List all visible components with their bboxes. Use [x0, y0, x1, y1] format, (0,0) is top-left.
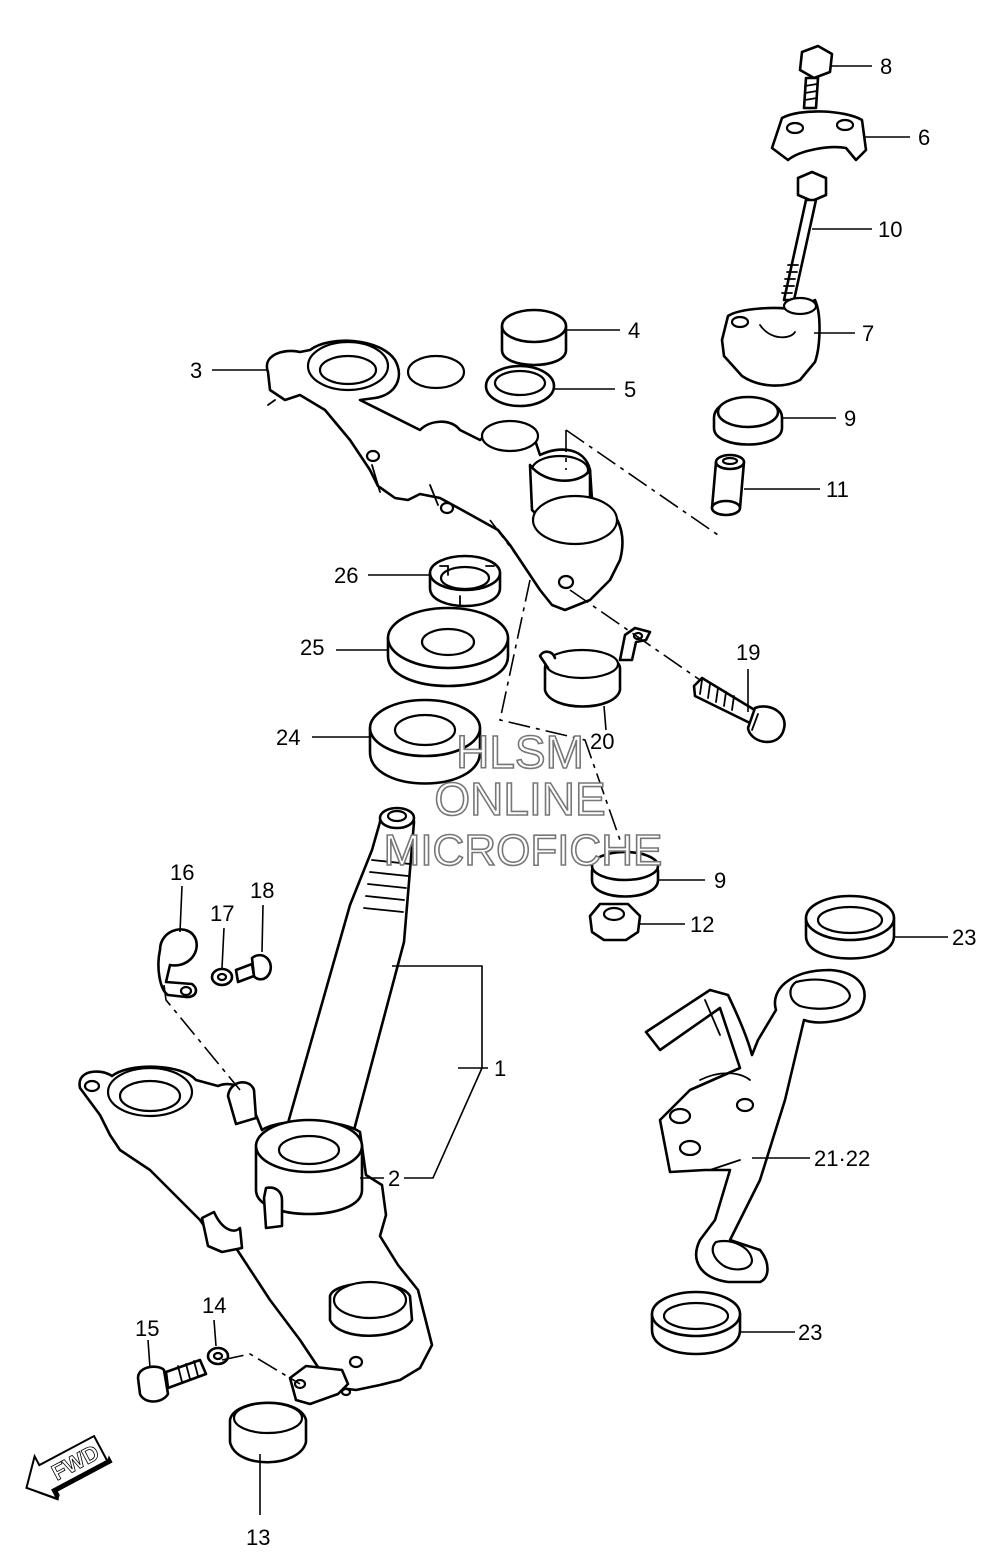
grommet-lower: [650, 1290, 742, 1356]
callout-20: 20: [590, 729, 614, 754]
bearing: [368, 698, 482, 785]
callout-24: 24: [276, 725, 300, 750]
clamp-16: [157, 928, 198, 999]
grommet-upper: [804, 894, 896, 960]
steering-stem-nut: [428, 554, 502, 608]
callout-4: 4: [628, 318, 640, 343]
callout-6: 6: [918, 125, 930, 150]
watermark: HLSM ONLINE MICROFICHE: [383, 725, 663, 876]
callout-numbers: 8 6 10 4 7 3 5 9 11 26 25 19 24 20 16 9 …: [135, 54, 976, 1550]
callout-25: 25: [300, 635, 324, 660]
leader-lines: [147, 65, 948, 1515]
bracket-bolt: [692, 676, 786, 744]
watermark-line-1: HLSM: [456, 726, 584, 778]
callout-8: 8: [880, 54, 892, 79]
callout-16: 16: [170, 860, 194, 885]
callout-10: 10: [878, 217, 902, 242]
callout-9-upper: 9: [844, 406, 856, 431]
callout-21-22: 21·22: [814, 1146, 870, 1171]
cushion-upper: [712, 395, 784, 446]
screw-18: [234, 953, 273, 984]
washer: [484, 364, 556, 408]
callout-3: 3: [190, 358, 202, 383]
bolt-15: [136, 1358, 208, 1403]
callout-19: 19: [736, 640, 760, 665]
wire-guide-bracket: [644, 968, 866, 1284]
steering-stem-lower-bracket: [78, 1065, 434, 1392]
callout-17: 17: [210, 901, 234, 926]
callout-12: 12: [690, 912, 714, 937]
callout-13: 13: [246, 1525, 270, 1550]
callout-23-upper: 23: [952, 925, 976, 950]
forward-arrow-icon: [25, 1434, 109, 1501]
callout-18: 18: [250, 878, 274, 903]
watermark-line-3: MICROFICHE: [384, 826, 663, 875]
callout-7: 7: [862, 321, 874, 346]
forward-direction-badge: FWD: [25, 1434, 113, 1501]
long-bolt: [781, 170, 828, 302]
callout-14: 14: [202, 1293, 226, 1318]
washer-17: [210, 967, 234, 987]
callout-26: 26: [334, 563, 358, 588]
handlebar-holder-lower: [720, 296, 821, 387]
hose-clamp-upper: [538, 626, 652, 708]
callout-11: 11: [826, 477, 849, 502]
callout-23-lower: 23: [798, 1320, 822, 1345]
callout-1: 1: [494, 1056, 506, 1081]
hose-clamp-lower: [228, 1364, 352, 1464]
callout-9-lower: 9: [714, 868, 726, 893]
handlebar-holder-upper: [770, 110, 868, 162]
cap: [500, 308, 568, 367]
callout-2: 2: [388, 1166, 400, 1191]
upper-bracket: [265, 339, 624, 612]
callout-5: 5: [624, 377, 636, 402]
callout-15: 15: [135, 1316, 159, 1341]
washer-14: [206, 1346, 230, 1366]
steering-stem: [284, 806, 416, 1132]
bolt-top: [798, 44, 834, 110]
assembly-lines: [163, 429, 719, 1385]
watermark-line-2: ONLINE: [434, 773, 605, 825]
nut: [588, 902, 642, 942]
spacer: [710, 453, 746, 517]
dust-seal: [386, 606, 510, 688]
